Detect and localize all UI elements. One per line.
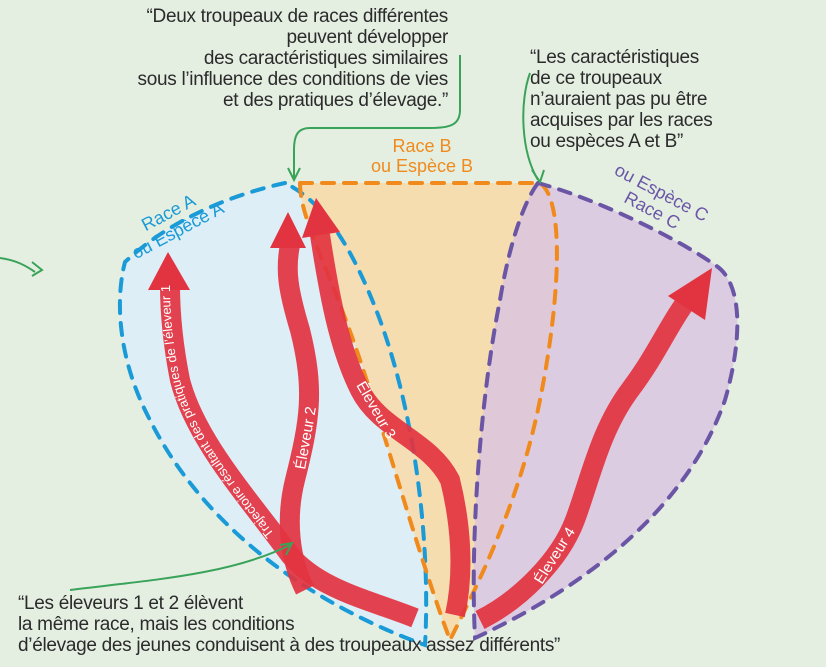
quote-line: “Les caractéristiques	[530, 47, 699, 68]
quote-line: et des pratiques d’élevage.”	[222, 90, 448, 111]
arrow-eleveur-2	[270, 212, 320, 595]
callout-bottom	[69, 544, 291, 591]
quote-line: d’élevage des jeunes conduisent à des tr…	[18, 635, 561, 656]
quote-line: “Les éleveurs 1 et 2 élèvent	[18, 593, 244, 614]
quote-bottom: “Les éleveurs 1 et 2 élèvent la même rac…	[18, 593, 560, 656]
quote-line: sous l’influence des conditions de vies	[137, 69, 449, 90]
arrow-eleveur-3	[302, 198, 471, 618]
arrow-eleveur-4	[475, 268, 712, 629]
callout-left-edge	[0, 257, 36, 273]
region-b-line2: ou Espèce B	[371, 156, 473, 176]
region-b-line1: Race B	[392, 136, 451, 156]
quote-line: ou espèces A et B”	[530, 131, 684, 152]
quote-line: peuvent développer	[286, 27, 448, 48]
callout-top-left	[293, 55, 461, 178]
quote-top-left: “Deux troupeaux de races différentes peu…	[137, 6, 449, 111]
quote-line: n’auraient pas pu être	[530, 89, 708, 110]
quote-top-right: “Les caractéristiques de ce troupeaux n’…	[530, 47, 713, 152]
quote-line: acquises par les races	[530, 110, 713, 131]
quote-line: de ce troupeaux	[530, 68, 662, 89]
quote-line: des caractéristiques similaires	[203, 48, 448, 69]
region-c-outline	[471, 181, 740, 642]
callout-lines	[0, 55, 545, 591]
quote-line: “Deux troupeaux de races différentes	[146, 6, 449, 27]
quote-line: la même race, mais les conditions	[18, 614, 295, 635]
